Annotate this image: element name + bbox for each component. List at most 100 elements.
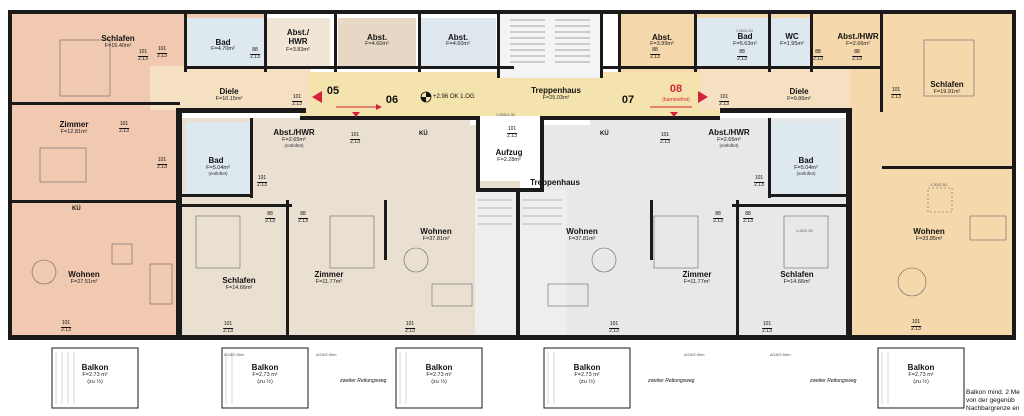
room-wohnen-07-name: Wohnen [566,227,598,236]
unit-06-label: 06 [385,94,399,106]
room-bad-05-area: F=4.70m² [211,46,235,52]
bad06-fill [186,122,250,194]
room-abst-b-area: F=4.60m² [446,41,470,47]
room-abst-hwr-07-area: F=2.65m² [717,137,741,143]
room-abst-hwr-07-tag: (entlüftet) [719,143,739,148]
room-diele-05-area: F=10.15m² [215,96,243,102]
room-zimmer-07-name: Zimmer [682,270,712,279]
room-bad-06-name: Bad [208,156,224,165]
room-wohnen-08-name: Wohnen [913,227,945,236]
room-wc-08-area: F=1.95m² [780,41,804,47]
balcony-3-area: F=2.73 m² [574,372,600,378]
diele08-fill [700,66,850,110]
room-wc-08-name: WC [785,32,799,41]
room-treppenhaus-name: Treppenhaus [530,178,580,187]
lift-fill [480,125,530,181]
note-line-1: Balkon mind. 2 Me [966,389,1020,396]
kitchen-label-05: KÜ [72,206,81,212]
unit-marker-down-right [670,112,678,117]
room-schlafen-06-area: F=14.66m² [225,285,253,291]
room-schlafen-08-name: Schlafen [930,80,964,89]
unit-08-label: 08 [669,83,683,95]
balcony-1-note: (zu ½) [87,379,103,385]
room-zimmer-06-name: Zimmer [314,270,344,279]
stair-top-fill [500,12,600,78]
room-schlafen-05-name: Schlafen [101,34,135,43]
room-abst-05-area: F=3.83m² [286,47,310,53]
dim-label: 1.00/1.20 [736,28,753,33]
room-wohnen-05-name: Wohnen [68,270,100,279]
room-wohnen-05-area: F=27.51m² [70,279,98,285]
rettungsweg-label: zweiter Rettungsweg [810,378,857,384]
balcony-5-area: F=2.73 m² [252,372,278,378]
room-schlafen-07-area: F=14.66m² [783,279,811,285]
unit-marker-down-left [352,112,360,117]
rettungsweg-label: zweiter Rettungsweg [340,378,387,384]
room-abst-hwr-08-name: Abst./HWR [837,32,879,41]
room-aufzug-area: F=2.28m² [497,157,521,163]
balcony-hatching [55,352,889,404]
room-abst-b-name: Abst. [448,33,468,42]
stair-lower [478,199,562,225]
dim-label: A/15/0.90m [316,352,337,357]
room-diele-08-area: F=9.86m² [787,96,811,102]
room-zimmer-07-area: F=11.77m² [683,279,711,285]
room-zimmer-05-name: Zimmer [59,120,89,129]
room-wohnen-06-name: Wohnen [420,227,452,236]
balcony-4-name: Balkon [907,363,935,372]
room-zimmer-06-area: F=11.77m² [315,279,343,285]
balcony-1-area: F=2.73 m² [82,372,108,378]
room-bad-05-name: Bad [215,38,231,47]
room-abst-a-name: Abst. [367,33,387,42]
room-treppenhaus-top-name: Treppenhaus [531,86,581,95]
note-line-2: von der gegenüb [966,397,1015,404]
corridor-arrow-right [698,91,708,103]
room-bad-07-area: F=5.04m² [794,165,818,171]
room-bad-06-area: F=5.04m² [206,165,230,171]
room-diele-05-name: Diele [219,87,239,96]
apt06-fill [178,118,520,335]
room-abst-08a-name: Abst. [652,33,672,42]
bad08-fill [696,18,768,66]
room-diele-08-name: Diele [789,87,809,96]
room-abst-a-area: F=4.60m² [365,41,389,47]
unit06-arrow [376,104,382,110]
stair-top [510,19,590,63]
abst-a-fill [338,18,416,66]
unit-07-label: 07 [621,94,635,106]
abst08a-fill [620,18,692,66]
apt07-fill [520,118,848,335]
room-abst-hwr-06-area: F=2.65m² [282,137,306,143]
unit-05-label: 05 [326,85,340,97]
level-marker-icon [420,91,432,103]
room-abst-hwr-06-name: Abst./HWR [273,128,315,137]
rettungsweg-label: zweiter Rettungsweg [648,378,695,384]
dim-label: A/15/0.90m [770,352,791,357]
room-abst-hwr-08-area: F=2.66m² [846,41,870,47]
abst05-fill [266,18,330,66]
balcony-2-note: (zu ½) [431,379,447,385]
unit-08-barrierefrei: (barrierefrei) [662,97,690,103]
dim-label: 1.550/1.30 [496,112,515,117]
balcony-3-note: (zu ½) [579,379,595,385]
level-marker-label: +2.96 OK 1.OG [433,94,475,100]
balcony-1-name: Balkon [81,363,109,372]
kitchen-label-07: KÜ [600,131,609,137]
room-bad-07-name: Bad [798,156,814,165]
balconies [51,347,965,409]
